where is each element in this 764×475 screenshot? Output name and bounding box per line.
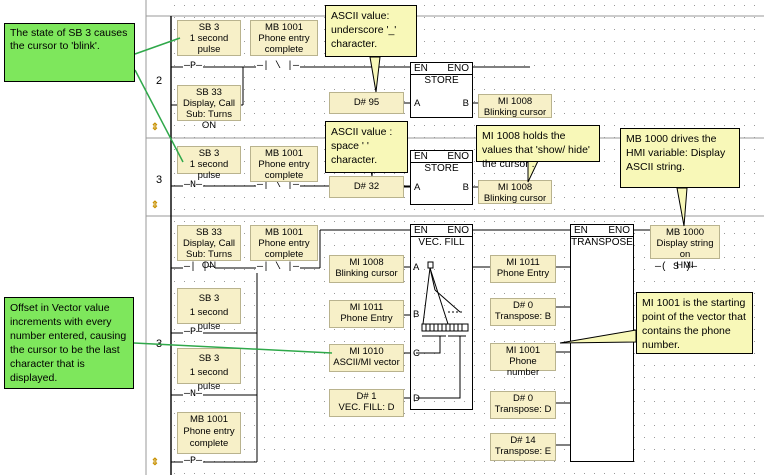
callout-mi1001-note: MI 1001 is the starting point of the vec… bbox=[636, 292, 753, 354]
operand-d0[interactable]: D# 0 Transpose: D bbox=[490, 391, 556, 419]
operand-sb3[interactable]: SB 3 1 second pulse bbox=[177, 288, 241, 332]
normally-closed-contact[interactable]: —| \ |— bbox=[256, 61, 301, 72]
pin-d: D bbox=[413, 393, 420, 404]
operand-d95[interactable]: D# 95 bbox=[329, 92, 404, 114]
operand-mb1001[interactable]: MB 1001 Phone entry complete bbox=[250, 225, 318, 261]
operand-d14[interactable]: D# 14 Transpose: E bbox=[490, 433, 556, 461]
operand-sb3[interactable]: SB 3 1 second pulse bbox=[177, 146, 241, 181]
normally-closed-contact[interactable]: —| \ |— bbox=[256, 262, 301, 273]
pin-c: C bbox=[413, 348, 420, 359]
operand-mi1008[interactable]: MI 1008 Blinking cursor bbox=[478, 94, 552, 118]
pin-a: A bbox=[413, 262, 420, 273]
operand-d1[interactable]: D# 1 VEC. FILL: D bbox=[329, 389, 404, 417]
vec-fill-diagram bbox=[416, 261, 469, 399]
block-name: STORE bbox=[411, 74, 472, 86]
positive-transition-contact[interactable]: —P— bbox=[183, 61, 204, 72]
block-name: TRANSPOSE bbox=[571, 236, 633, 248]
enable-input-label: EN bbox=[414, 225, 428, 236]
callout-offset-note: Offset in Vector value increments with e… bbox=[4, 297, 134, 389]
enable-input-label: EN bbox=[414, 63, 428, 74]
operand-mi1010[interactable]: MI 1010 ASCII/MI vector bbox=[329, 344, 404, 372]
block-name: STORE bbox=[411, 162, 472, 174]
normally-closed-contact[interactable]: —| \ |— bbox=[256, 180, 301, 191]
operand-sb3[interactable]: SB 3 1 second pulse bbox=[177, 348, 241, 392]
callout-ascii-underscore: ASCII value: underscore '_' character. bbox=[325, 5, 417, 57]
pin-b: B bbox=[462, 182, 469, 193]
operand-sb33[interactable]: SB 33 Display, Call Sub: Turns ON bbox=[177, 225, 241, 271]
store-block[interactable]: EN ENO STORE A B bbox=[410, 62, 473, 118]
operand-mb1001[interactable]: MB 1001 Phone entry complete bbox=[250, 20, 318, 56]
expand-rung-icon[interactable]: ⇕ bbox=[150, 200, 160, 211]
callout-ascii-space: ASCII value : space ' ' character. bbox=[325, 121, 408, 173]
operand-sb3[interactable]: SB 3 1 second pulse bbox=[177, 20, 241, 56]
callout-mb1000-note: MB 1000 drives the HMI variable: Display… bbox=[620, 128, 740, 188]
operand-d32[interactable]: D# 32 bbox=[329, 176, 404, 198]
operand-mi1011[interactable]: MI 1011 Phone Entry bbox=[490, 255, 556, 283]
pin-a: A bbox=[414, 98, 421, 109]
pin-b: B bbox=[462, 98, 469, 109]
operand-mb1001[interactable]: MB 1001 Phone entry complete bbox=[250, 146, 318, 182]
positive-transition-contact[interactable]: —P— bbox=[183, 456, 204, 467]
pin-a: A bbox=[414, 182, 421, 193]
expand-rung-icon[interactable]: ⇕ bbox=[150, 122, 160, 133]
pin-b: B bbox=[413, 309, 420, 320]
positive-transition-contact[interactable]: —P— bbox=[183, 327, 204, 338]
enable-output-label: ENO bbox=[608, 225, 630, 236]
operand-mi1001[interactable]: MI 1001 Phone number bbox=[490, 343, 556, 378]
operand-mi1011[interactable]: MI 1011 Phone Entry bbox=[329, 300, 404, 328]
normally-open-contact[interactable]: —| |— bbox=[183, 262, 216, 273]
set-coil[interactable]: —( S )— bbox=[654, 262, 699, 273]
callout-sb3-blink: The state of SB 3 causes the cursor to '… bbox=[4, 23, 135, 82]
rung-number: 2 bbox=[156, 75, 163, 87]
negative-transition-contact[interactable]: —N— bbox=[183, 180, 204, 191]
expand-rung-icon[interactable]: ⇕ bbox=[150, 457, 160, 468]
store-block[interactable]: EN ENO STORE A B bbox=[410, 150, 473, 205]
block-name: VEC. FILL bbox=[411, 236, 472, 248]
enable-input-label: EN bbox=[574, 225, 588, 236]
operand-d0[interactable]: D# 0 Transpose: B bbox=[490, 298, 556, 326]
operand-mb1001[interactable]: MB 1001 Phone entry complete bbox=[177, 412, 241, 454]
operand-mi1008[interactable]: MI 1008 Blinking cursor bbox=[478, 180, 552, 204]
operand-sb33[interactable]: SB 33 Display, Call Sub: Turns ON bbox=[177, 85, 241, 131]
callout-mi1008-note: MI 1008 holds the values that 'show/ hid… bbox=[476, 125, 600, 170]
operand-mi1008[interactable]: MI 1008 Blinking cursor bbox=[329, 255, 404, 283]
enable-input-label: EN bbox=[414, 151, 428, 162]
vec-fill-block[interactable]: EN ENO VEC. FILL A B C D bbox=[410, 224, 473, 410]
negative-transition-contact[interactable]: —N— bbox=[183, 389, 204, 400]
enable-output-label: ENO bbox=[447, 225, 469, 236]
enable-output-label: ENO bbox=[447, 151, 469, 162]
rung-number: 3 bbox=[156, 174, 163, 186]
enable-output-label: ENO bbox=[447, 63, 469, 74]
operand-mb1000[interactable]: MB 1000 Display string on HMI bbox=[650, 225, 720, 271]
